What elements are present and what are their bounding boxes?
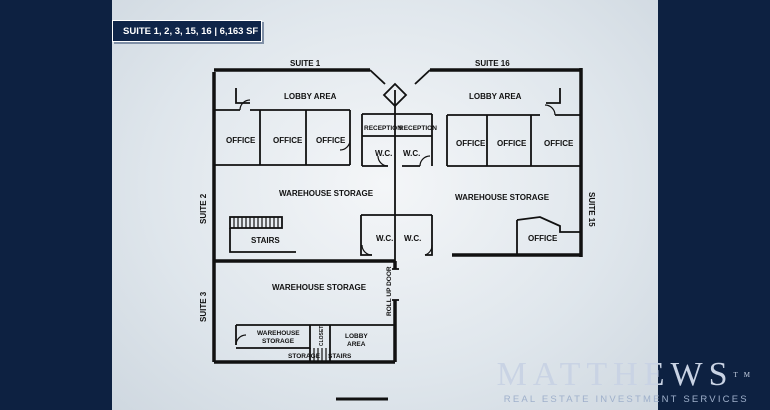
label-warehouse-storage-left: WAREHOUSE STORAGE <box>279 189 374 198</box>
stair-treads-lower <box>313 348 327 362</box>
label-lobby-area-right: LOBBY AREA <box>469 92 522 101</box>
label-wc-2: W.C. <box>403 149 420 158</box>
matthews-logo: MATTHEWSTM REAL ESTATE INVESTMENT SERVIC… <box>496 356 756 406</box>
label-suite-15: SUITE 15 <box>587 192 596 227</box>
suite-size-badge: SUITE 1, 2, 3, 15, 16 | 6,163 SF <box>112 20 262 42</box>
label-stairs-lower: STAIRS <box>328 353 352 360</box>
label-suite-2: SUITE 2 <box>199 193 208 224</box>
label-warehouse-small-2: STORAGE <box>262 338 295 345</box>
walls <box>212 68 583 364</box>
label-closet: CLOSET <box>319 326 325 346</box>
label-office-7: OFFICE <box>528 234 558 243</box>
brand-wordmark: MATTHEWSTM <box>496 356 756 393</box>
label-wc-3: W.C. <box>376 234 393 243</box>
label-suite-16: SUITE 16 <box>475 59 510 68</box>
label-office-2: OFFICE <box>273 136 303 145</box>
brand-tagline: REAL ESTATE INVESTMENT SERVICES <box>503 394 749 405</box>
label-office-4: OFFICE <box>456 139 486 148</box>
label-office-5: OFFICE <box>497 139 527 148</box>
label-lobby-area-left: LOBBY AREA <box>284 92 337 101</box>
label-suite-3: SUITE 3 <box>199 291 208 322</box>
label-warehouse-storage-lower: WAREHOUSE STORAGE <box>272 283 367 292</box>
label-reception-2: RECEPTION <box>399 125 437 132</box>
label-wc-1: W.C. <box>375 149 392 158</box>
door-swings <box>235 99 556 346</box>
label-roll-up-door: ROLL UP DOOR <box>386 266 393 316</box>
label-warehouse-storage-right: WAREHOUSE STORAGE <box>455 193 550 202</box>
label-storage: STORAGE <box>288 353 321 360</box>
stair-treads-upper <box>233 217 279 228</box>
label-lobby-lower-1: LOBBY <box>345 333 368 340</box>
label-office-1: OFFICE <box>226 136 256 145</box>
floor-plan-labels: SUITE 1 SUITE 16 SUITE 2 SUITE 15 SUITE … <box>199 59 596 360</box>
trademark-mark: TM <box>733 371 756 379</box>
label-reception-1: RECEPTION <box>364 125 402 132</box>
label-office-3: OFFICE <box>316 136 346 145</box>
label-stairs-upper: STAIRS <box>251 236 280 245</box>
label-office-6: OFFICE <box>544 139 574 148</box>
label-wc-4: W.C. <box>404 234 421 243</box>
label-warehouse-small-1: WAREHOUSE <box>257 330 300 337</box>
label-lobby-lower-2: AREA <box>347 341 366 348</box>
label-suite-1: SUITE 1 <box>290 59 321 68</box>
